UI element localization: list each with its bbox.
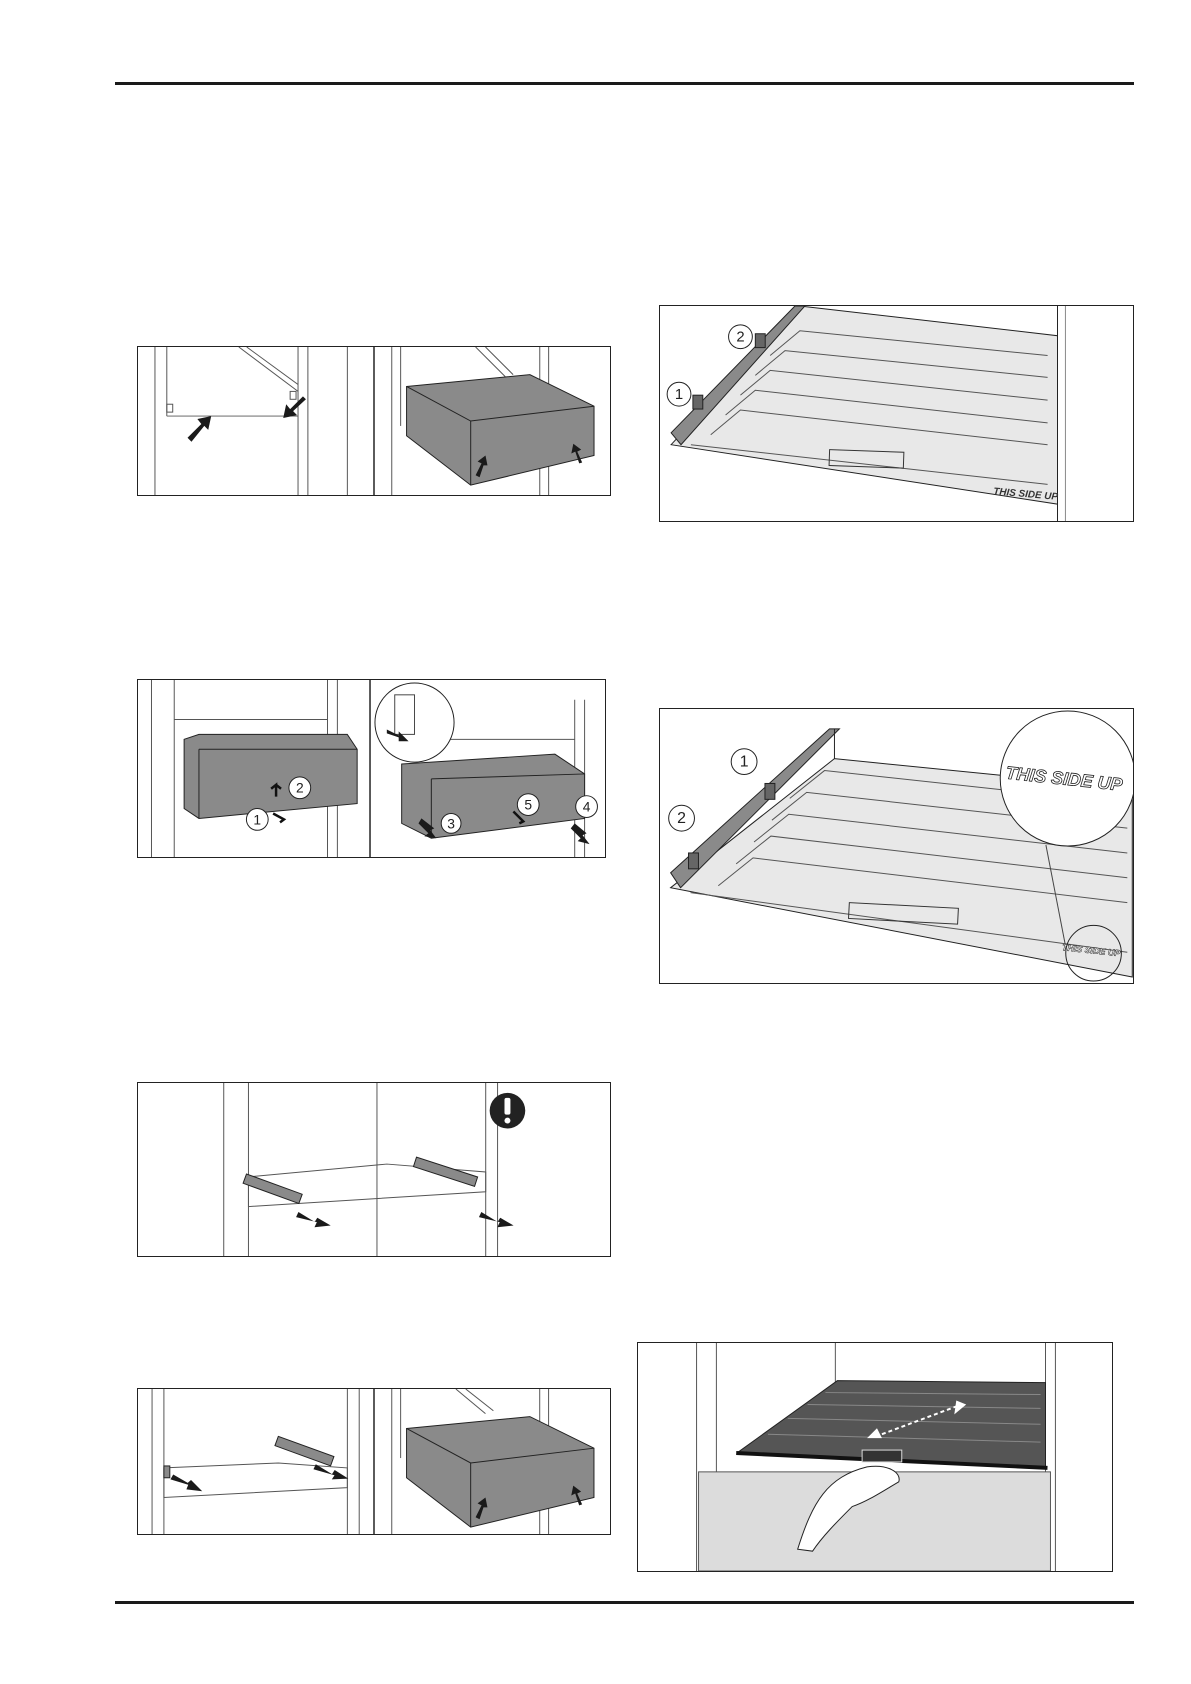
- figure-shelf-insert: [637, 1342, 1113, 1572]
- svg-text:2: 2: [736, 330, 744, 346]
- svg-text:2: 2: [677, 810, 686, 827]
- figure-drawer-removal-drawing: 2 1 3 5 4: [138, 680, 605, 857]
- drawer-shape: [184, 734, 357, 818]
- svg-text:2: 2: [296, 780, 304, 796]
- figure-shelf-hinge: 2 1 THIS SIDE UP: [659, 305, 1134, 522]
- svg-text:5: 5: [524, 797, 532, 813]
- svg-text:1: 1: [675, 387, 683, 403]
- drawer-shape: [407, 1417, 594, 1527]
- exclamation-icon: [490, 1093, 526, 1129]
- callout-3: 3: [441, 813, 461, 833]
- arrow-icon: [571, 823, 590, 844]
- callout-1: 1: [246, 809, 268, 831]
- callout-5: 5: [517, 794, 539, 816]
- figure-shelf-hinge-drawing: 2 1 THIS SIDE UP: [660, 306, 1133, 521]
- callout-4: 4: [576, 796, 598, 818]
- svg-text:4: 4: [583, 799, 591, 815]
- arrow-icon: [478, 1203, 514, 1235]
- callout-1: 1: [667, 382, 691, 406]
- arrow-icon: [188, 416, 212, 442]
- arrow-icon: [169, 1468, 202, 1498]
- callout-2: 2: [669, 805, 695, 831]
- figure-drawer-rails: [137, 346, 611, 496]
- svg-text:1: 1: [740, 754, 749, 771]
- callout-2: 2: [729, 325, 753, 349]
- figure-rails-and-drawer-drawing: [138, 1389, 610, 1534]
- figure-shelf-orientation-drawing: 1 2 THIS SIDE UP THIS SIDE UP: [660, 709, 1133, 983]
- figure-drawer-removal: 2 1 3 5 4: [137, 679, 606, 858]
- svg-text:1: 1: [253, 811, 261, 827]
- figure-shelf-orientation: 1 2 THIS SIDE UP THIS SIDE UP: [659, 708, 1134, 984]
- figure-telescopic-rails: [137, 1082, 611, 1257]
- callout-1: 1: [731, 749, 757, 775]
- rail-shape: [243, 1174, 302, 1204]
- figure-drawer-rails-drawing: [138, 347, 610, 495]
- figure-shelf-insert-drawing: [638, 1343, 1112, 1571]
- rail-shape: [413, 1157, 477, 1186]
- figure-telescopic-rails-drawing: [138, 1083, 610, 1256]
- top-rule: [115, 82, 1134, 85]
- bottom-rule: [115, 1601, 1134, 1604]
- figure-rails-and-drawer: [137, 1388, 611, 1535]
- drawer-shape: [407, 375, 594, 486]
- arrow-icon: [295, 1203, 331, 1235]
- callout-2: 2: [289, 777, 311, 799]
- svg-text:3: 3: [447, 815, 455, 831]
- rail-shape: [164, 1466, 170, 1478]
- rail-shape: [275, 1436, 334, 1466]
